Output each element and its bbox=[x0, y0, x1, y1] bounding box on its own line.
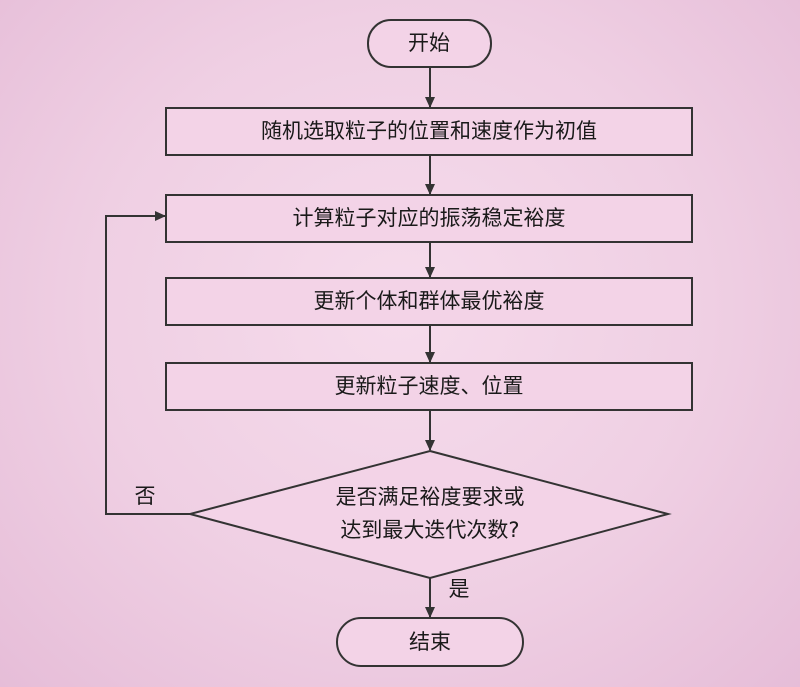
decision-node bbox=[186, 449, 672, 580]
end-label: 结束 bbox=[409, 630, 451, 654]
compute-label: 计算粒子对应的振荡稳定裕度 bbox=[293, 206, 566, 230]
yes-label: 是 bbox=[449, 577, 470, 601]
no-label: 否 bbox=[135, 484, 156, 508]
update-best-label: 更新个体和群体最优裕度 bbox=[314, 289, 545, 313]
edge-decision-no-loop bbox=[105, 211, 190, 515]
start-label: 开始 bbox=[408, 31, 450, 55]
decision-label-line1: 是否满足裕度要求或 bbox=[336, 485, 525, 509]
update-particle-node bbox=[165, 362, 693, 411]
init-label: 随机选取粒子的位置和速度作为初值 bbox=[261, 119, 597, 143]
decision-label-line2: 达到最大迭代次数? bbox=[340, 518, 519, 542]
end-node bbox=[336, 617, 524, 667]
update-best-node bbox=[165, 277, 693, 326]
update-particle-label: 更新粒子速度、位置 bbox=[335, 374, 524, 398]
init-node bbox=[165, 107, 693, 156]
